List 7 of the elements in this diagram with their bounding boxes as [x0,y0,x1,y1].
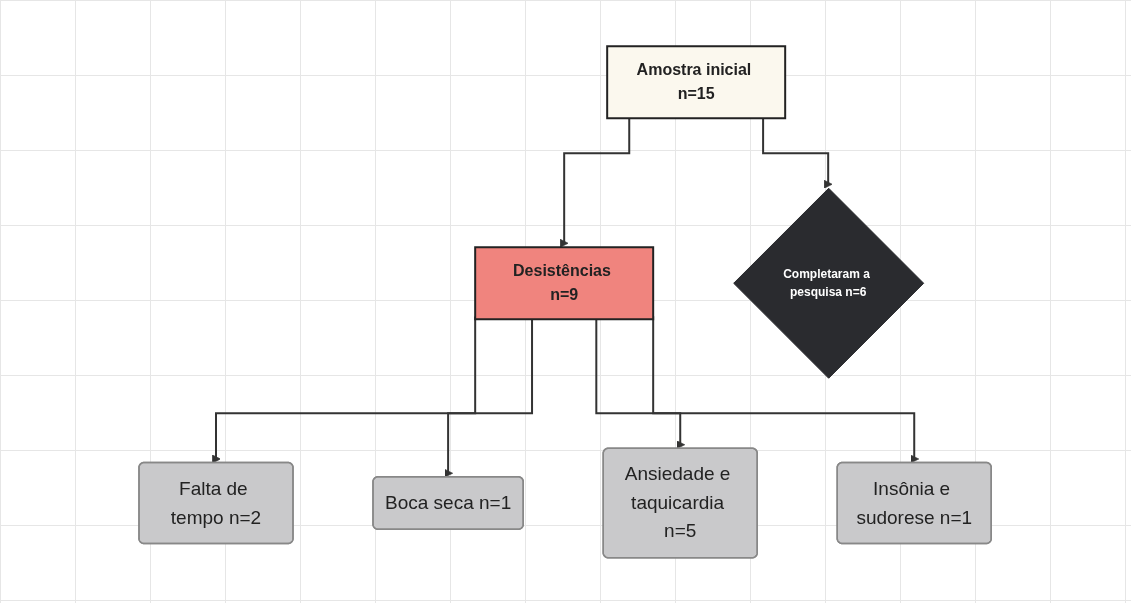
node-box: Desistências n=9 [474,245,655,320]
node-diamond: Completaram a pesquisa n=6 [733,187,925,379]
node-box: Amostra inicial n=15 [606,44,787,119]
arrow [444,317,534,478]
arrow [560,116,631,248]
arrow [762,116,833,189]
arrow [595,317,686,449]
